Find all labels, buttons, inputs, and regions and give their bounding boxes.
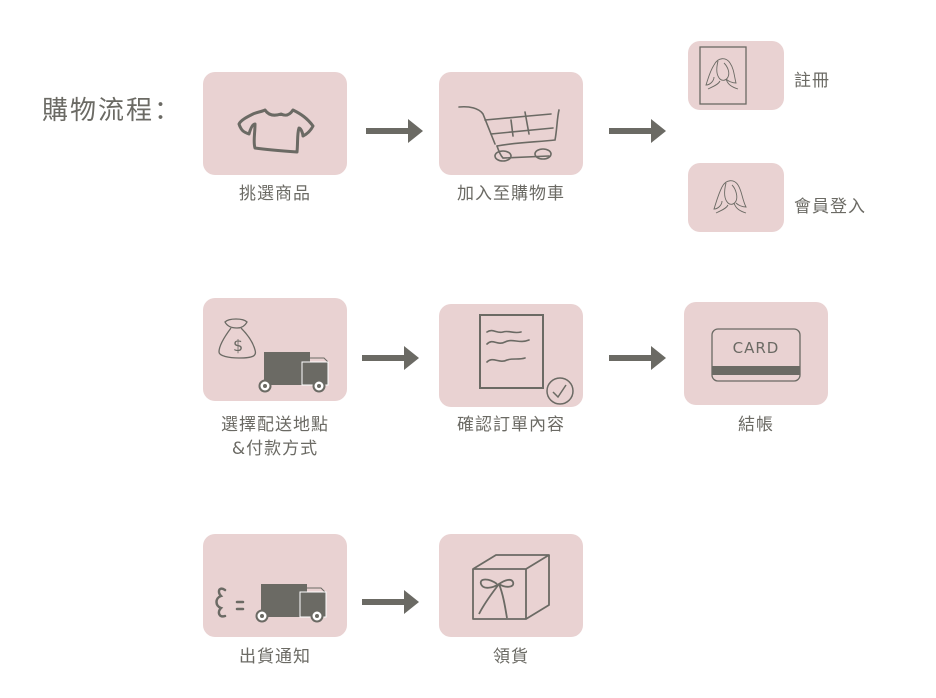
step-label: 領貨 — [493, 647, 529, 667]
gift-box-icon — [472, 554, 550, 620]
step-confirm-order — [439, 304, 583, 407]
step-label-line1: 選擇配送地點 — [221, 415, 329, 435]
step-label: 結帳 — [738, 415, 774, 435]
step-select-products — [203, 72, 347, 175]
step-choose-delivery-payment: $ — [203, 298, 347, 401]
delivery-truck-icon — [215, 584, 327, 623]
shopping-cart-icon — [458, 105, 560, 162]
step-label: 加入至購物車 — [457, 184, 565, 204]
tshirt-icon — [237, 108, 315, 154]
step-receive-goods — [439, 534, 583, 637]
order-document-check-icon — [479, 314, 574, 405]
step-checkout: CARD — [684, 302, 828, 405]
step-shipping-notice — [203, 534, 347, 637]
member-face-icon — [713, 180, 747, 214]
step-label: 註冊 — [794, 71, 830, 91]
member-portrait-icon — [699, 46, 747, 105]
step-member-login — [688, 163, 784, 232]
arrow-right-icon — [362, 346, 419, 370]
svg-text:$: $ — [233, 336, 243, 355]
arrow-right-icon — [366, 119, 423, 143]
step-add-to-cart — [439, 72, 583, 175]
step-label: 挑選商品 — [239, 184, 311, 204]
money-bag-truck-icon: $ — [218, 318, 329, 393]
step-label: 會員登入 — [794, 197, 866, 217]
step-register — [688, 41, 784, 110]
card-text: CARD — [732, 339, 780, 357]
credit-card-icon — [711, 328, 801, 382]
step-label-line2: &付款方式 — [231, 439, 319, 459]
arrow-right-icon — [609, 346, 666, 370]
arrow-right-icon — [609, 119, 666, 143]
step-label: 確認訂單內容 — [457, 415, 565, 435]
step-label: 出貨通知 — [239, 647, 311, 667]
arrow-right-icon — [362, 590, 419, 614]
page-title: 購物流程： — [42, 96, 183, 126]
